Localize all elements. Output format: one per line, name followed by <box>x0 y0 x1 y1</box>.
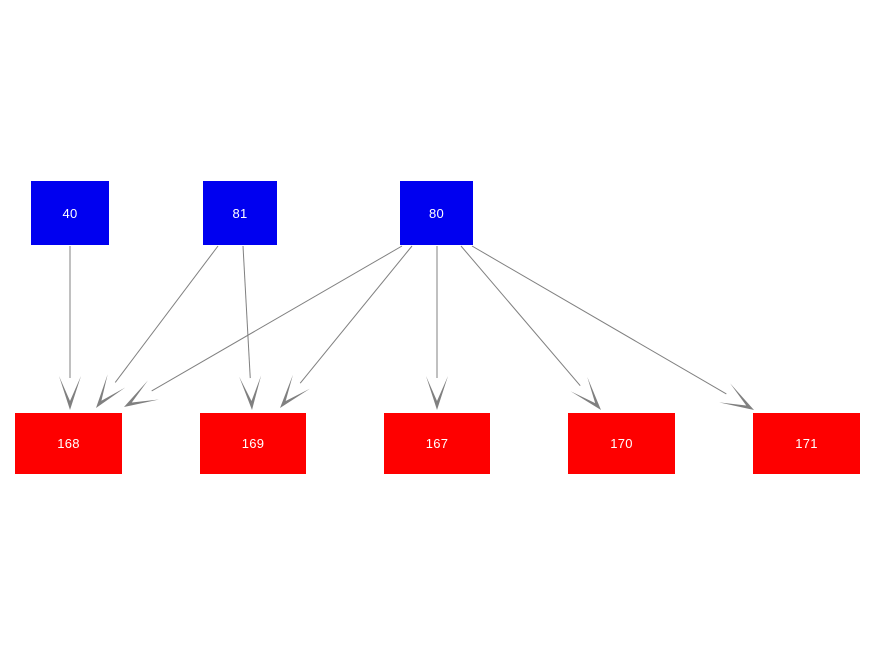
node-label: 167 <box>425 436 449 451</box>
edge-40-to-168 <box>59 246 81 410</box>
node-81[interactable]: 81 <box>203 181 277 245</box>
node-169[interactable]: 169 <box>200 413 306 474</box>
node-168[interactable]: 168 <box>15 413 122 474</box>
node-171[interactable]: 171 <box>753 413 860 474</box>
arrowhead-icon <box>124 380 159 407</box>
node-170[interactable]: 170 <box>568 413 675 474</box>
arrowhead-icon <box>426 376 448 410</box>
edge-line <box>242 245 251 379</box>
edge-80-to-169 <box>280 245 413 408</box>
edge-80-to-170 <box>460 245 601 410</box>
arrowhead-icon <box>96 374 126 408</box>
arrowhead-icon <box>59 376 81 410</box>
edge-81-to-168 <box>96 245 219 408</box>
arrowhead-icon <box>239 375 262 410</box>
edge-80-to-167 <box>426 246 448 410</box>
edge-80-to-171 <box>471 245 754 410</box>
edge-line <box>114 245 219 383</box>
node-label: 80 <box>428 205 445 221</box>
node-167[interactable]: 167 <box>384 413 490 474</box>
node-label: 170 <box>610 436 633 451</box>
node-80[interactable]: 80 <box>400 181 473 245</box>
node-40[interactable]: 40 <box>31 181 109 245</box>
node-label: 169 <box>241 436 265 451</box>
node-label: 40 <box>62 205 78 221</box>
edge-80-to-168 <box>124 245 403 407</box>
edge-line <box>299 245 413 384</box>
edge-line <box>471 245 727 395</box>
arrowhead-icon <box>280 374 310 408</box>
edge-line <box>151 245 403 392</box>
arrowhead-icon <box>719 383 754 410</box>
node-label: 168 <box>57 436 80 451</box>
arrowhead-icon <box>570 377 601 410</box>
edge-81-to-169 <box>239 245 262 410</box>
edge-line <box>460 245 581 386</box>
node-label: 171 <box>795 436 818 451</box>
node-label: 81 <box>232 205 248 221</box>
